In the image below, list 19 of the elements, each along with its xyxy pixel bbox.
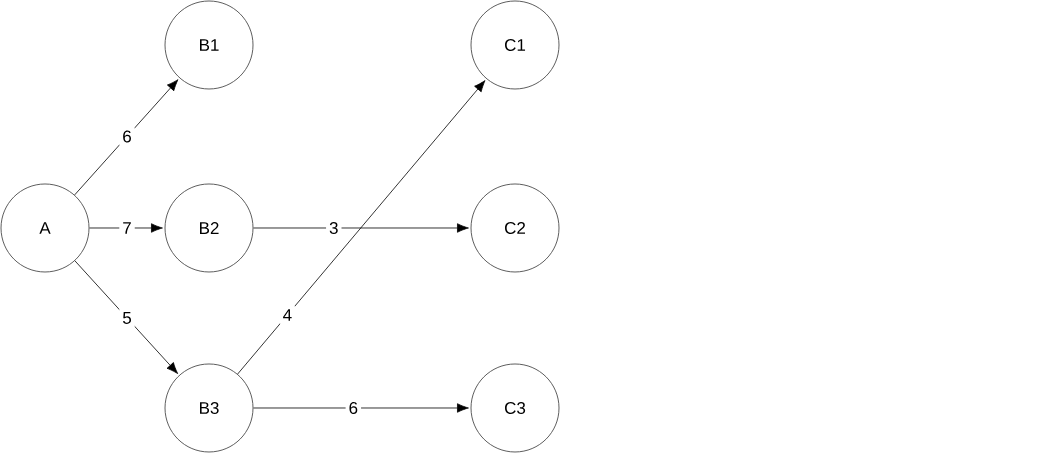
edge-label: 7 (119, 219, 135, 237)
circle-node: A (0, 183, 90, 273)
arrow (74, 260, 179, 374)
edge-label: 3 (326, 218, 342, 237)
arrow (89, 223, 163, 233)
arrow (253, 223, 469, 233)
edge-label: 4 (279, 306, 296, 324)
circle-node: B1 (164, 0, 254, 90)
circle-node: C2 (470, 183, 560, 273)
arrow (253, 403, 469, 413)
circle-node: C1 (470, 0, 560, 90)
arrow (237, 80, 486, 375)
edge-label: 6 (119, 127, 135, 146)
circle-node: B3 (164, 363, 254, 453)
circle-node: B2 (164, 183, 254, 273)
edge-label: 5 (119, 309, 135, 327)
arrow (74, 79, 179, 196)
circle-node: C3 (470, 363, 560, 453)
edge-label: 6 (345, 398, 362, 417)
